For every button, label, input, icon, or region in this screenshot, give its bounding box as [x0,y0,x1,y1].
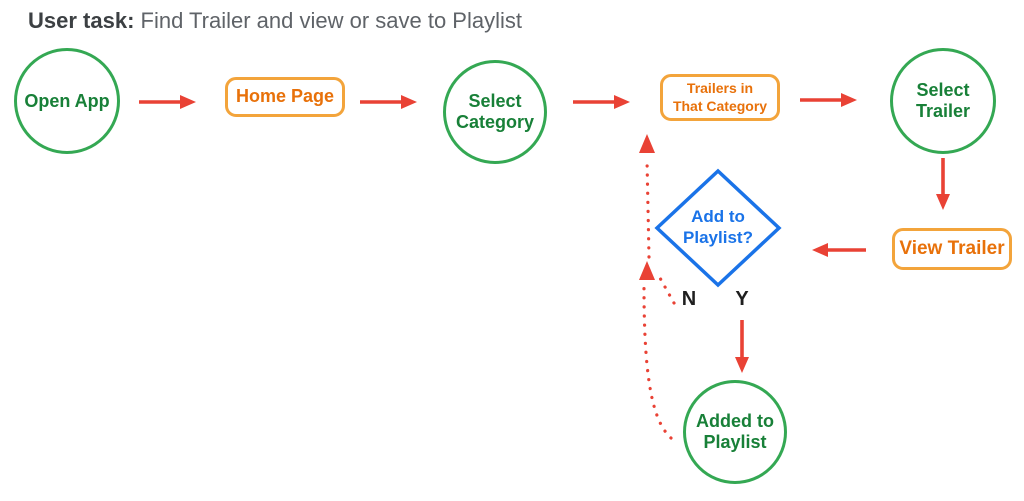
branch-label-yes: Y [735,288,749,310]
node-trailers-in-that-category-label: Trailers in That Category [672,80,768,114]
dotted-return-from-no-branch [658,276,676,305]
node-home-page: Home Page [225,77,345,117]
dotted-arrowhead-mid [639,261,655,280]
node-select-category: Select Category [443,60,547,164]
node-trailers-in-that-category: Trailers in That Category [660,74,780,121]
page-title: User task: Find Trailer and view or save… [28,8,522,34]
dotted-return-from-added-to-playlist [642,286,673,440]
node-open-app: Open App [14,48,120,154]
node-view-trailer-label: View Trailer [899,237,1005,259]
node-add-to-playlist-label: Add to Playlist? [683,207,753,248]
node-home-page-label: Home Page [235,86,335,107]
node-select-trailer: Select Trailer [890,48,996,154]
node-view-trailer: View Trailer [892,228,1012,270]
node-added-to-playlist: Added to Playlist [683,380,787,484]
dotted-arrowhead-to-trailers [639,134,655,153]
dotted-return-to-trailers [645,158,651,259]
node-select-trailer-label: Select Trailer [915,80,971,121]
node-open-app-label: Open App [24,90,110,111]
page-title-prefix: User task: [28,8,135,33]
node-added-to-playlist-label: Added to Playlist [696,411,774,452]
page-title-text: Find Trailer and view or save to Playlis… [134,8,523,33]
branch-label-no: N [681,288,697,310]
node-select-category-label: Select Category [455,91,535,132]
